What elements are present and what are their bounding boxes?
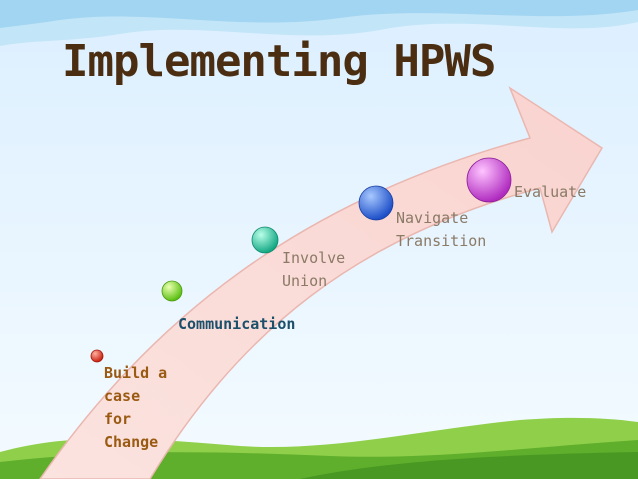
process-arrow (39, 86, 604, 479)
step-label-involve-union: Involve Union (282, 249, 346, 290)
step-marker-build-case (90, 349, 104, 363)
step-marker-communication (161, 280, 183, 302)
step-label-evaluate: Evaluate (514, 183, 587, 201)
step-marker-navigate-transition (358, 185, 394, 221)
step-marker-evaluate (466, 157, 512, 203)
step-label-navigate-transition: Navigate Transition (396, 209, 487, 250)
slide-title: Implementing HPWS (62, 36, 496, 87)
step-label-communication: Communication (178, 315, 296, 333)
step-label-build-case: Build a case for Change (104, 364, 168, 451)
step-marker-involve-union (251, 226, 279, 254)
